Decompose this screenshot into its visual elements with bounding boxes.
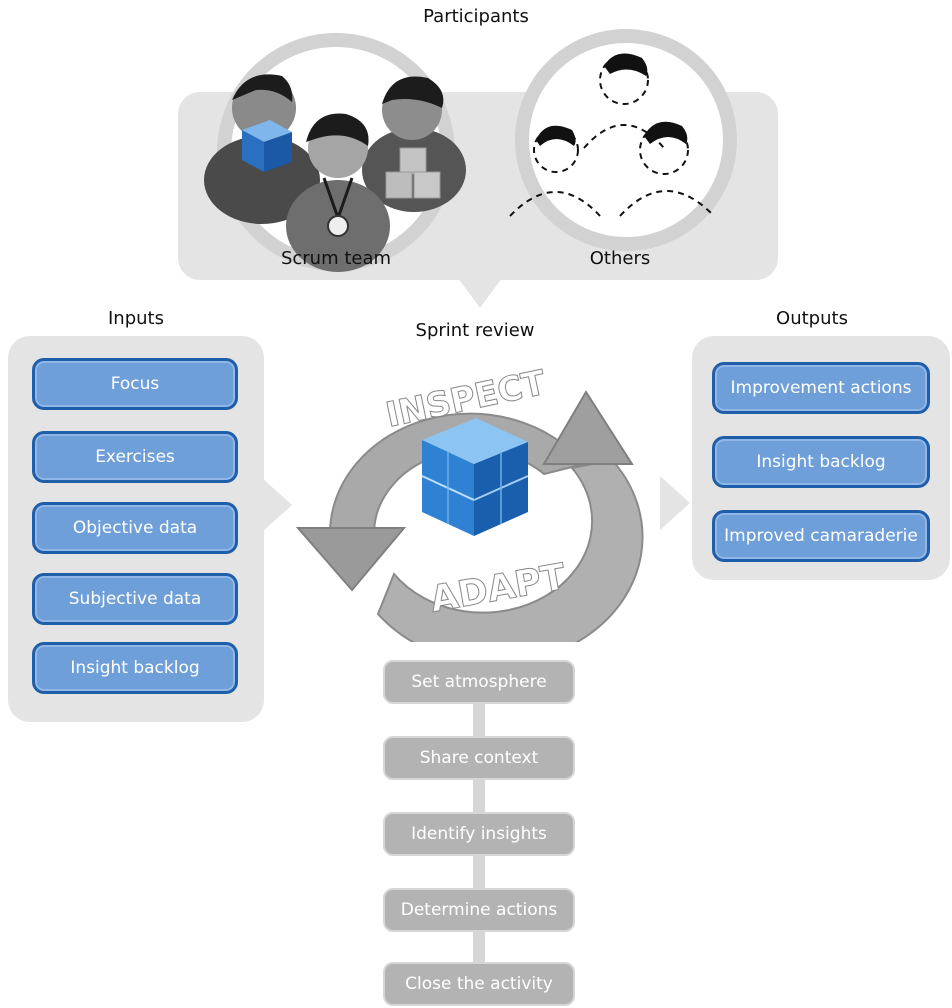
input-item-focus: Focus xyxy=(32,358,238,410)
others-illustration xyxy=(509,29,737,251)
sprint-review-title: Sprint review xyxy=(415,320,535,341)
callout-pointer xyxy=(458,278,502,308)
person-icon xyxy=(286,113,390,272)
inputs-title: Inputs xyxy=(108,308,164,329)
cube-icon xyxy=(242,120,292,172)
arrow-right-icon xyxy=(660,476,690,530)
step-close-the-activity: Close the activity xyxy=(383,962,575,1006)
input-item-exercises: Exercises xyxy=(32,431,238,483)
step-identify-insights: Identify insights xyxy=(383,812,575,856)
outputs-title: Outputs xyxy=(776,308,848,329)
input-item-objective-data: Objective data xyxy=(32,502,238,554)
others-label: Others xyxy=(589,248,651,269)
adapt-arc xyxy=(376,458,644,642)
adapt-arrowhead xyxy=(542,390,634,465)
inspect-adapt-cycle: INSPECT ADAPT xyxy=(295,362,644,642)
inspect-arrowhead xyxy=(295,527,407,592)
scrum-team-label: Scrum team xyxy=(280,248,392,269)
output-item-improved-camaraderie: Improved camaraderie xyxy=(712,510,930,562)
scrum-team-illustration xyxy=(204,33,466,272)
step-set-atmosphere: Set atmosphere xyxy=(383,660,575,704)
input-item-insight-backlog: Insight backlog xyxy=(32,642,238,694)
participants-title: Participants xyxy=(423,6,529,27)
cube-icon xyxy=(421,418,529,536)
step-share-context: Share context xyxy=(383,736,575,780)
input-item-subjective-data: Subjective data xyxy=(32,573,238,625)
output-item-insight-backlog: Insight backlog xyxy=(712,436,930,488)
arrow-right-icon xyxy=(262,478,292,532)
output-item-improvement-actions: Improvement actions xyxy=(712,362,930,414)
step-determine-actions: Determine actions xyxy=(383,888,575,932)
